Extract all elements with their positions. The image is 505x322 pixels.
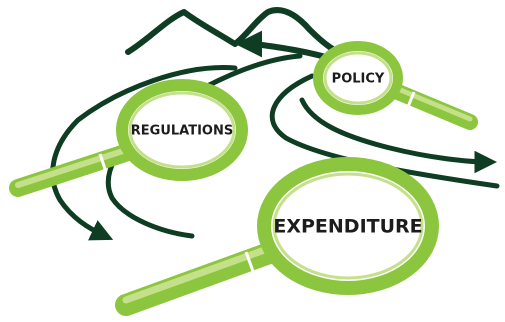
regulations-handle [9, 143, 137, 197]
regulations-magnifier: REGULATIONS [9, 79, 248, 197]
right-swoop-path [269, 73, 500, 189]
policy-handle [390, 84, 478, 130]
expenditure-magnifier: EXPENDITURE [115, 157, 439, 316]
regulations-lens-rim [116, 79, 248, 181]
expenditure-handle [115, 241, 283, 316]
policy-label: POLICY [332, 72, 385, 87]
right-arrow-path [299, 97, 497, 174]
regulations-lens-inner [128, 91, 236, 169]
policy-lens-rim [313, 41, 403, 115]
regulations-label: REGULATIONS [131, 124, 233, 139]
winding-paths [50, 7, 500, 241]
left-arrow-path [50, 65, 238, 241]
policy-magnifier: POLICY [313, 41, 478, 130]
expenditure-lens-rim [257, 157, 439, 295]
mountain-ridge-path [125, 7, 359, 63]
policy-lens-inner [323, 51, 393, 105]
expenditure-lens-inner [272, 172, 424, 280]
expenditure-label: EXPENDITURE [273, 216, 422, 238]
